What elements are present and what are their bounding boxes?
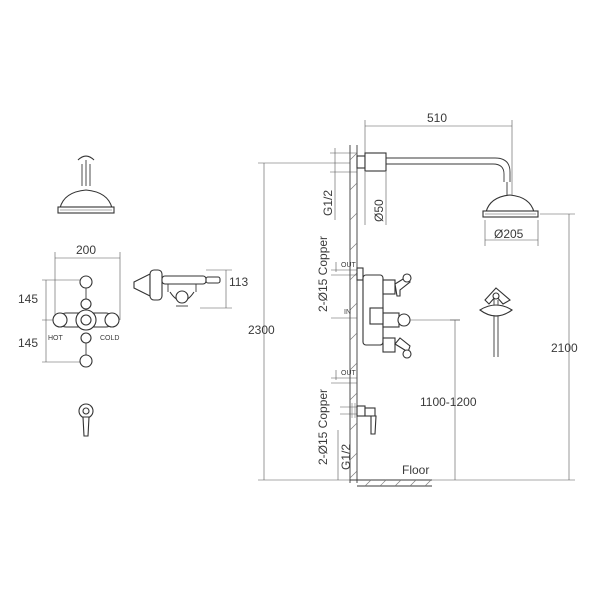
- dim-1100-1200: 1100-1200: [420, 395, 477, 409]
- dim-g12-bottom: G1/2: [339, 444, 353, 470]
- copper-upper-label: 2-Ø15 Copper: [316, 236, 330, 312]
- bottom-thread-dimension: G1/2: [337, 430, 353, 480]
- total-height-dimension: 2300: [248, 162, 350, 481]
- dim-2100: 2100: [551, 341, 578, 355]
- top-width-dimension: 510: [364, 111, 513, 200]
- label-hot: HOT: [48, 335, 64, 342]
- valve-offset-dimensions: 145 145: [18, 279, 80, 363]
- valve-front-icon: HOT COLD: [48, 275, 120, 368]
- label-out-top: OUT: [341, 262, 357, 269]
- handset-side-icon: [479, 287, 513, 357]
- label-cold: COLD: [100, 335, 119, 342]
- shower-arm-icon: [356, 152, 511, 182]
- shower-head-front-icon: [57, 155, 115, 214]
- dim-2300: 2300: [248, 323, 275, 337]
- dim-200: 200: [76, 243, 96, 257]
- handset-icon: [133, 269, 221, 307]
- dim-145-lower: 145: [18, 336, 38, 350]
- copper-lower-label: 2-Ø15 Copper: [316, 389, 330, 465]
- shower-head-side-icon: [482, 182, 539, 218]
- floor-label: Floor: [402, 463, 429, 477]
- head-diameter-dimension: Ø205: [484, 220, 539, 246]
- valve-side-icon: [356, 267, 460, 359]
- dim-g12-top: G1/2: [321, 190, 335, 216]
- dim-113: 113: [229, 275, 248, 289]
- dim-o205: Ø205: [494, 227, 524, 241]
- label-in: IN: [344, 309, 351, 316]
- wall-hatch: [349, 145, 358, 483]
- handset-height-dimension: 113: [200, 269, 248, 309]
- pipe-connections: OUT IN OUT: [331, 262, 357, 384]
- dim-o50: Ø50: [372, 199, 386, 222]
- diverter-side-icon: [340, 403, 377, 435]
- head-height-dimension: 2100: [432, 213, 578, 481]
- valve-height-dimension: 1100-1200: [420, 319, 477, 480]
- dim-145-upper: 145: [18, 292, 38, 306]
- top-thread-dimension: G1/2 Ø50: [321, 148, 387, 225]
- diverter-front-icon: [78, 403, 94, 437]
- floor-hatch: Floor: [350, 463, 432, 487]
- dim-510: 510: [427, 111, 447, 125]
- valve-width-dimension: 200: [54, 243, 121, 320]
- label-out-bottom: OUT: [341, 370, 357, 377]
